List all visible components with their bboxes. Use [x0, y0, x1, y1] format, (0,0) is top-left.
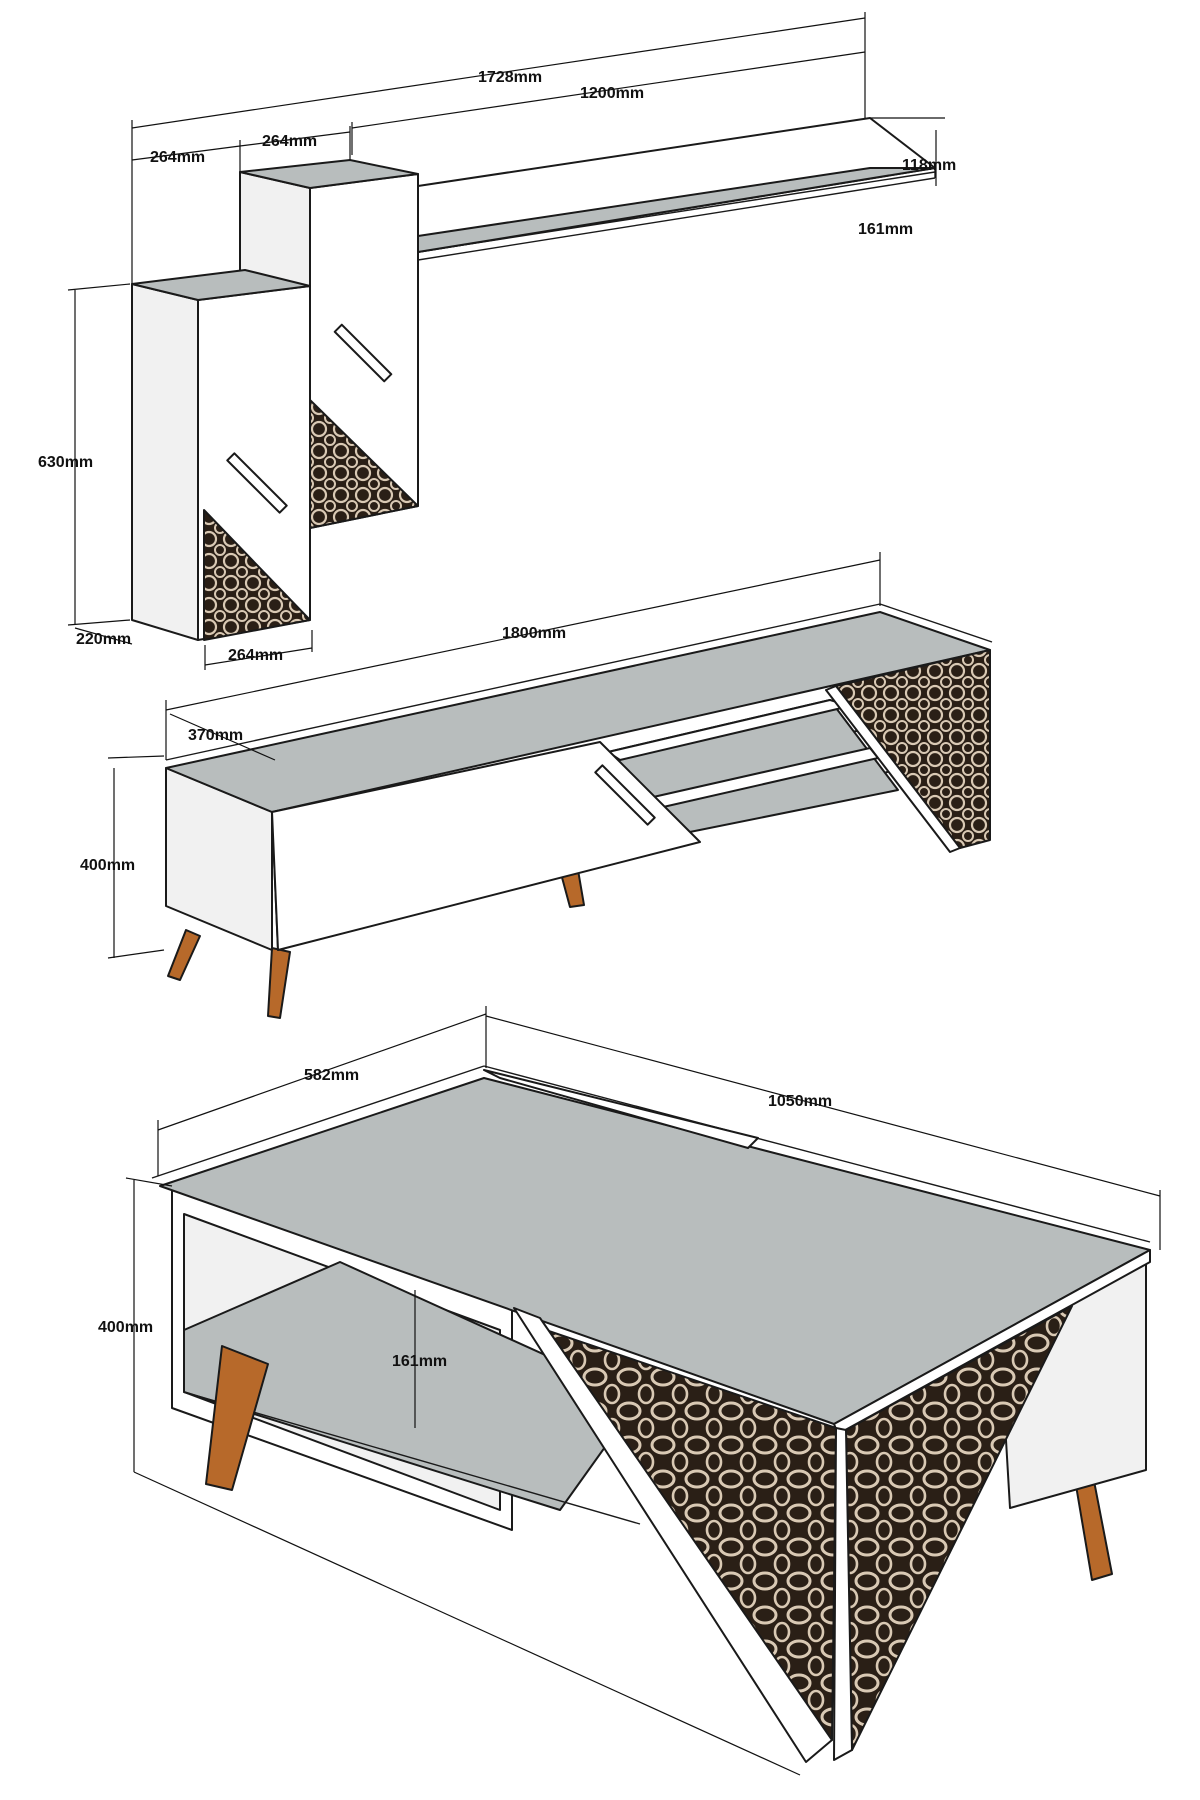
door-handle	[226, 452, 288, 514]
dim-right-cabinet-width: 264mm	[262, 133, 317, 150]
dim-table-height: 400mm	[98, 1319, 153, 1336]
dim-table-depth: 582mm	[304, 1067, 359, 1084]
dim-tv-height: 400mm	[80, 857, 135, 874]
dim-shelf-height: 118mm	[902, 157, 956, 174]
dimension-labels: 1728mm 1200mm 264mm 264mm 118mm 161mm 63…	[38, 69, 956, 1370]
coffee-table	[125, 1006, 1161, 1776]
leg	[205, 1345, 269, 1491]
dim-left-cabinet-width: 264mm	[150, 149, 205, 166]
dim-shelf-depth: 161mm	[858, 221, 913, 238]
door-handle	[333, 323, 393, 383]
tv-stand	[107, 552, 993, 1019]
dim-cabinet-height: 630mm	[38, 454, 93, 471]
dim-bottom-cabinet-width: 264mm	[228, 647, 283, 664]
dim-shelf-width: 1200mm	[580, 85, 644, 102]
wall-unit	[67, 12, 945, 670]
wall-shelf	[417, 117, 936, 261]
tv-door	[271, 741, 701, 951]
leg	[167, 929, 201, 981]
dim-table-width: 1050mm	[768, 1093, 832, 1110]
lattice-panel	[203, 509, 311, 641]
dim-table-shelf-gap: 161mm	[392, 1353, 447, 1370]
dim-tv-width: 1800mm	[502, 625, 566, 642]
dim-total-width: 1728mm	[478, 69, 542, 86]
dim-tv-depth: 370mm	[188, 727, 243, 744]
dim-cabinet-depth: 220mm	[76, 631, 131, 648]
wall-unit-dimensions	[67, 12, 945, 670]
wall-cabinet-left	[131, 269, 311, 641]
leg	[267, 947, 291, 1019]
door-handle	[594, 764, 656, 826]
